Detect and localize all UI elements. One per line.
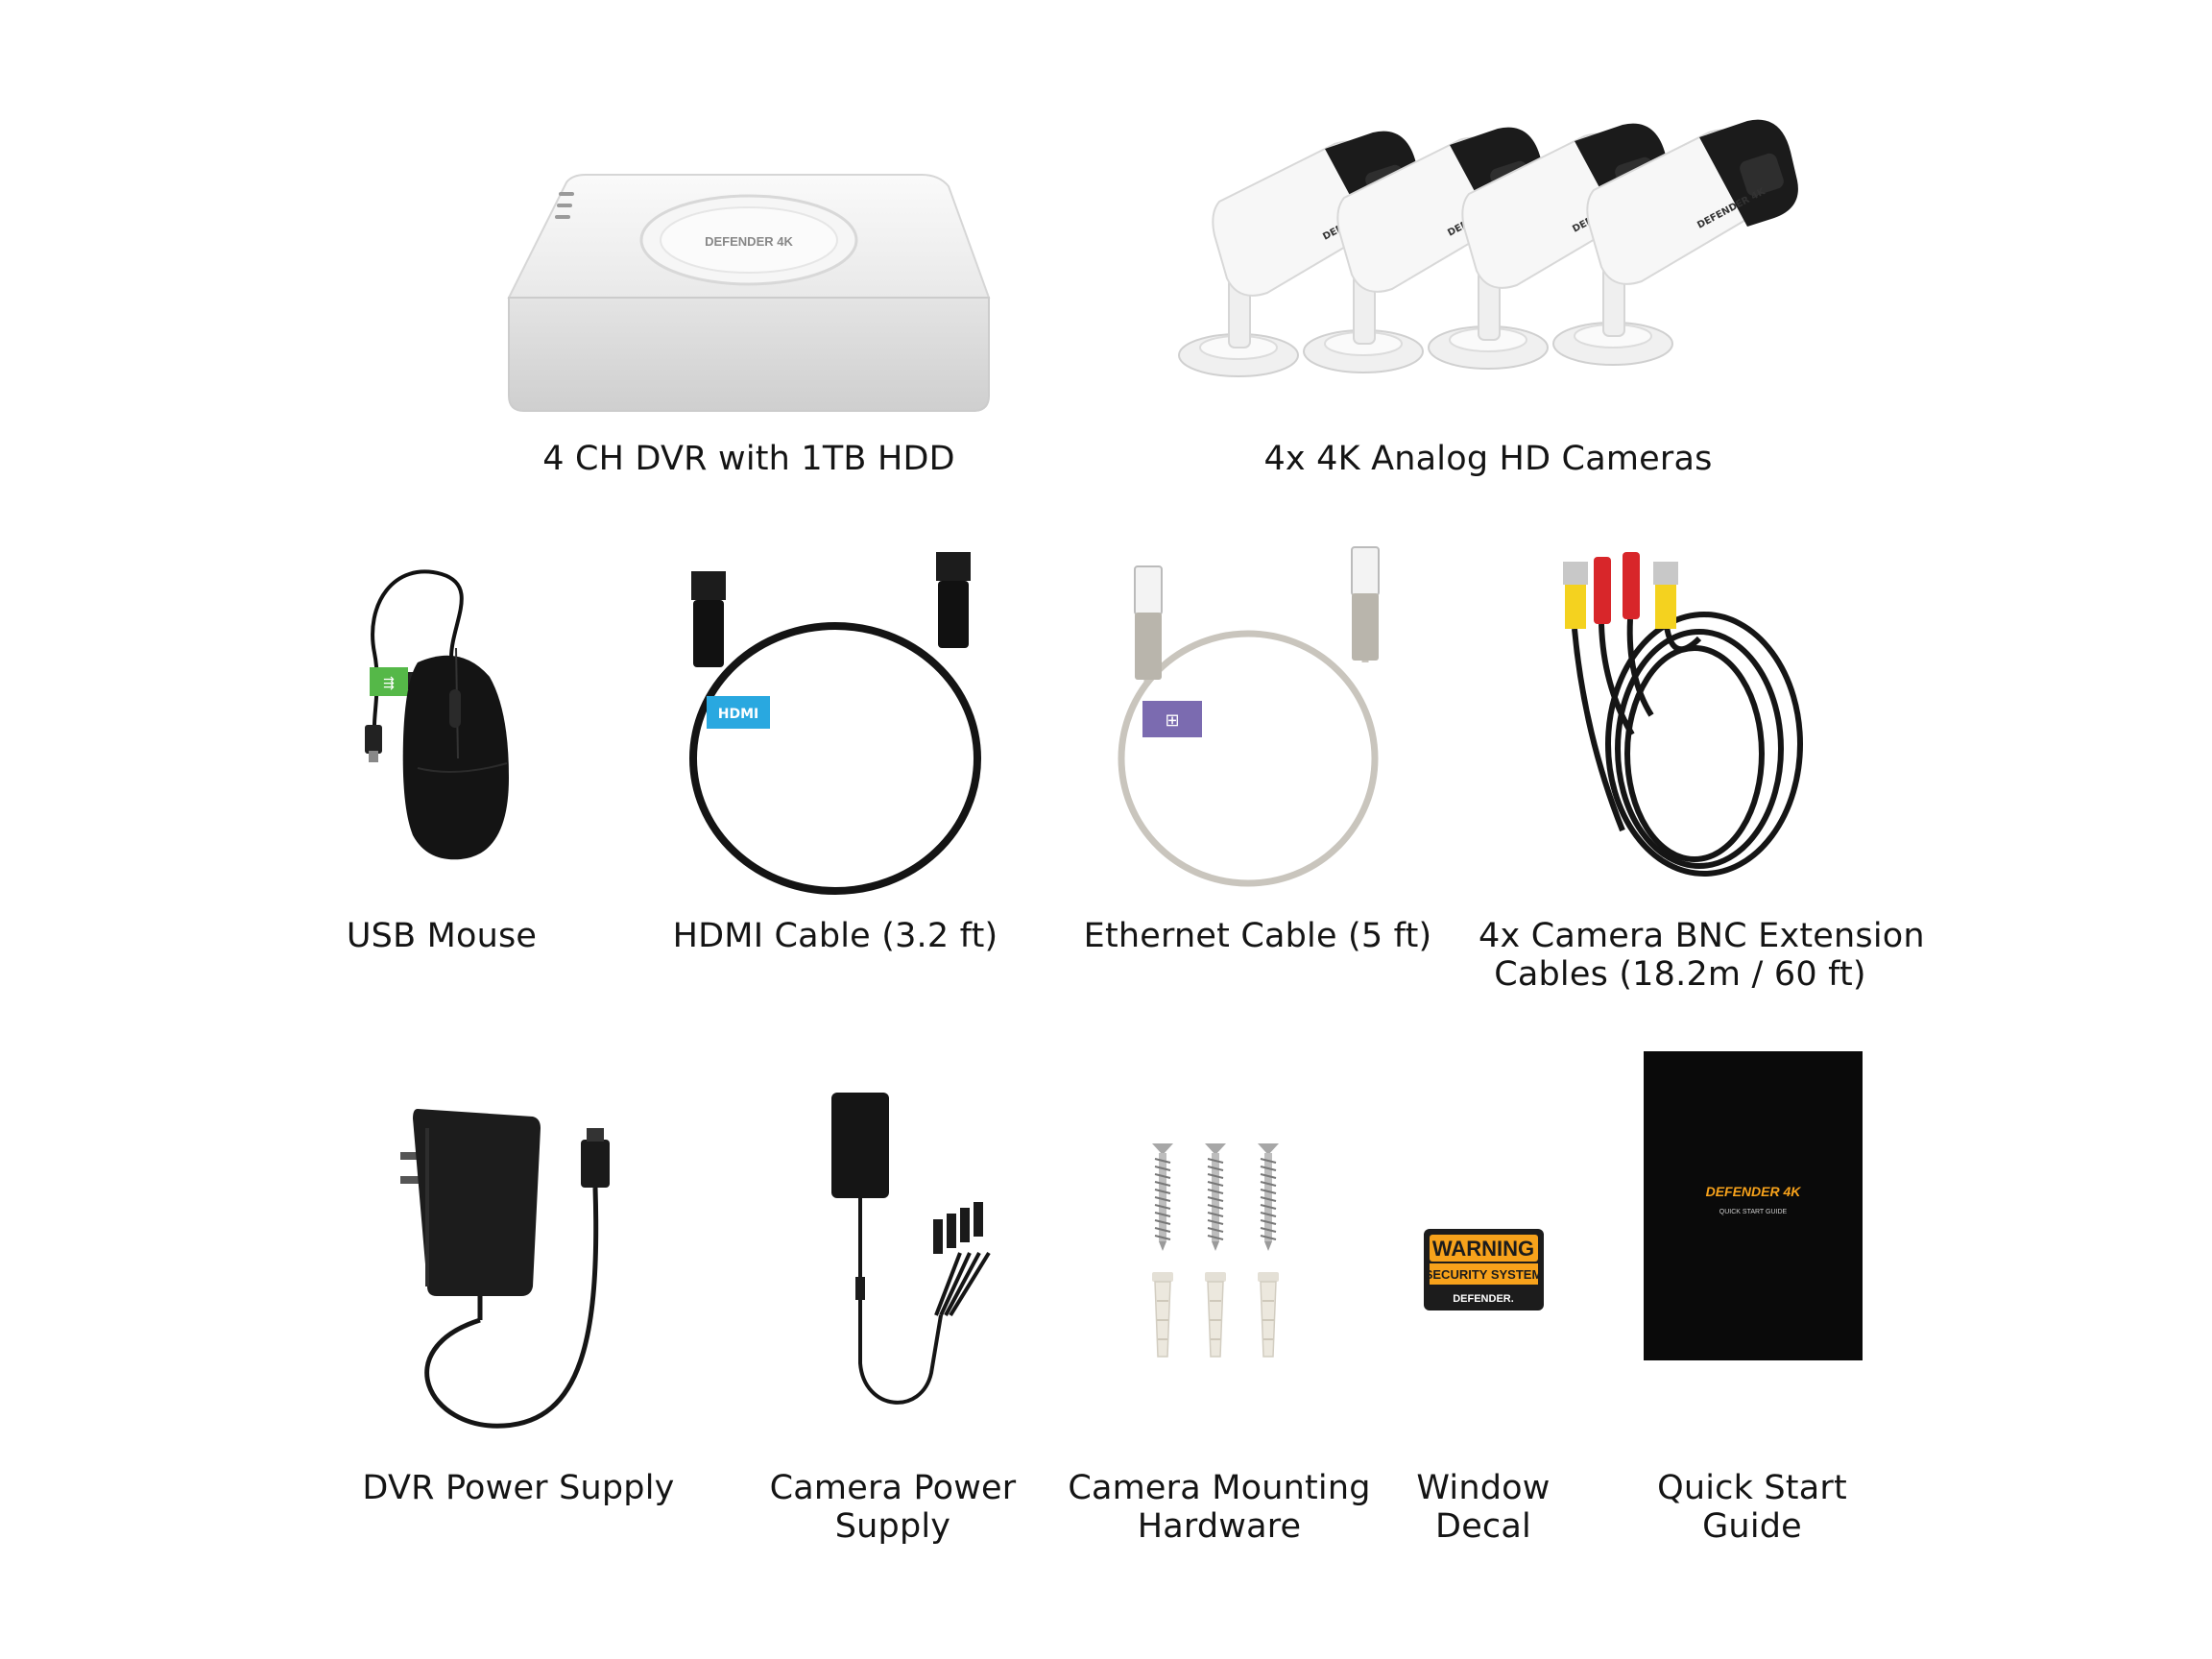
bnc-caption-line2: Cables (18.2m / 60 ft): [1494, 955, 1866, 994]
hdmi-tag: [707, 696, 770, 729]
dvr-caption: 4 CH DVR with 1TB HDD: [542, 440, 955, 478]
ethernet-cable-image: ⊞: [1114, 538, 1392, 893]
camera-unit: DEFENDER 4K: [1552, 119, 1798, 366]
screw: [1152, 1143, 1173, 1251]
bnc-caption-line1: 4x Camera BNC Extension: [1479, 917, 1925, 955]
dvr-image: DEFENDER 4K: [507, 173, 991, 422]
wall-anchor: [1152, 1272, 1173, 1358]
screw: [1258, 1143, 1279, 1251]
decal-caption-line2: Decal: [1435, 1507, 1531, 1546]
usb-icon: ⇶: [383, 676, 395, 691]
guide-brand: DEFENDER 4K: [1705, 1184, 1801, 1199]
mounting-caption-line1: Camera Mounting: [1068, 1469, 1371, 1507]
hdmi-cable-image: HDMI: [672, 552, 989, 898]
decal-caption-line1: Window: [1416, 1469, 1551, 1507]
cameras-image: DEFENDER 4K DEFENDER 4K DEFENDER 4K DEFE…: [1178, 119, 1798, 384]
decal-line1: WARNING: [1432, 1237, 1534, 1261]
decal-line3: DEFENDER.: [1453, 1293, 1514, 1305]
wall-anchor: [1258, 1272, 1279, 1358]
ethernet-tag: [1142, 701, 1202, 737]
usb-tag: [370, 667, 408, 696]
guide-title: QUICK START GUIDE: [1719, 1209, 1788, 1215]
guide-caption-line2: Guide: [1702, 1507, 1802, 1546]
dvr-logo: DEFENDER 4K: [705, 234, 793, 249]
screw: [1205, 1143, 1226, 1251]
network-icon: ⊞: [1165, 710, 1179, 731]
hdmi-cable-caption: HDMI Cable (3.2 ft): [672, 917, 998, 955]
hdmi-tag-label: HDMI: [718, 707, 758, 722]
quick-start-guide-image: DEFENDER 4K QUICK START GUIDE: [1644, 1051, 1863, 1360]
wall-anchor: [1205, 1272, 1226, 1358]
mounting-caption-line2: Hardware: [1137, 1507, 1302, 1546]
cameras-caption: 4x 4K Analog HD Cameras: [1263, 440, 1713, 478]
usb-mouse-image: ⇶: [336, 566, 538, 874]
dvr-power-image: [389, 1099, 629, 1435]
decal-line2: SECURITY SYSTEM: [1425, 1267, 1543, 1282]
bnc-cables-image: [1546, 542, 1815, 888]
camera-power-caption-line2: Supply: [834, 1507, 951, 1546]
dvr-power-caption: DVR Power Supply: [362, 1469, 675, 1507]
ethernet-cable-caption: Ethernet Cable (5 ft): [1083, 917, 1432, 955]
usb-mouse-caption: USB Mouse: [346, 917, 538, 955]
camera-power-caption-line1: Camera Power: [769, 1469, 1017, 1507]
guide-caption-line1: Quick Start: [1657, 1469, 1847, 1507]
mounting-hardware-image: [1133, 1138, 1306, 1368]
camera-power-image: [826, 1085, 1018, 1440]
window-decal-image: WARNING SECURITY SYSTEM DEFENDER.: [1424, 1229, 1544, 1310]
